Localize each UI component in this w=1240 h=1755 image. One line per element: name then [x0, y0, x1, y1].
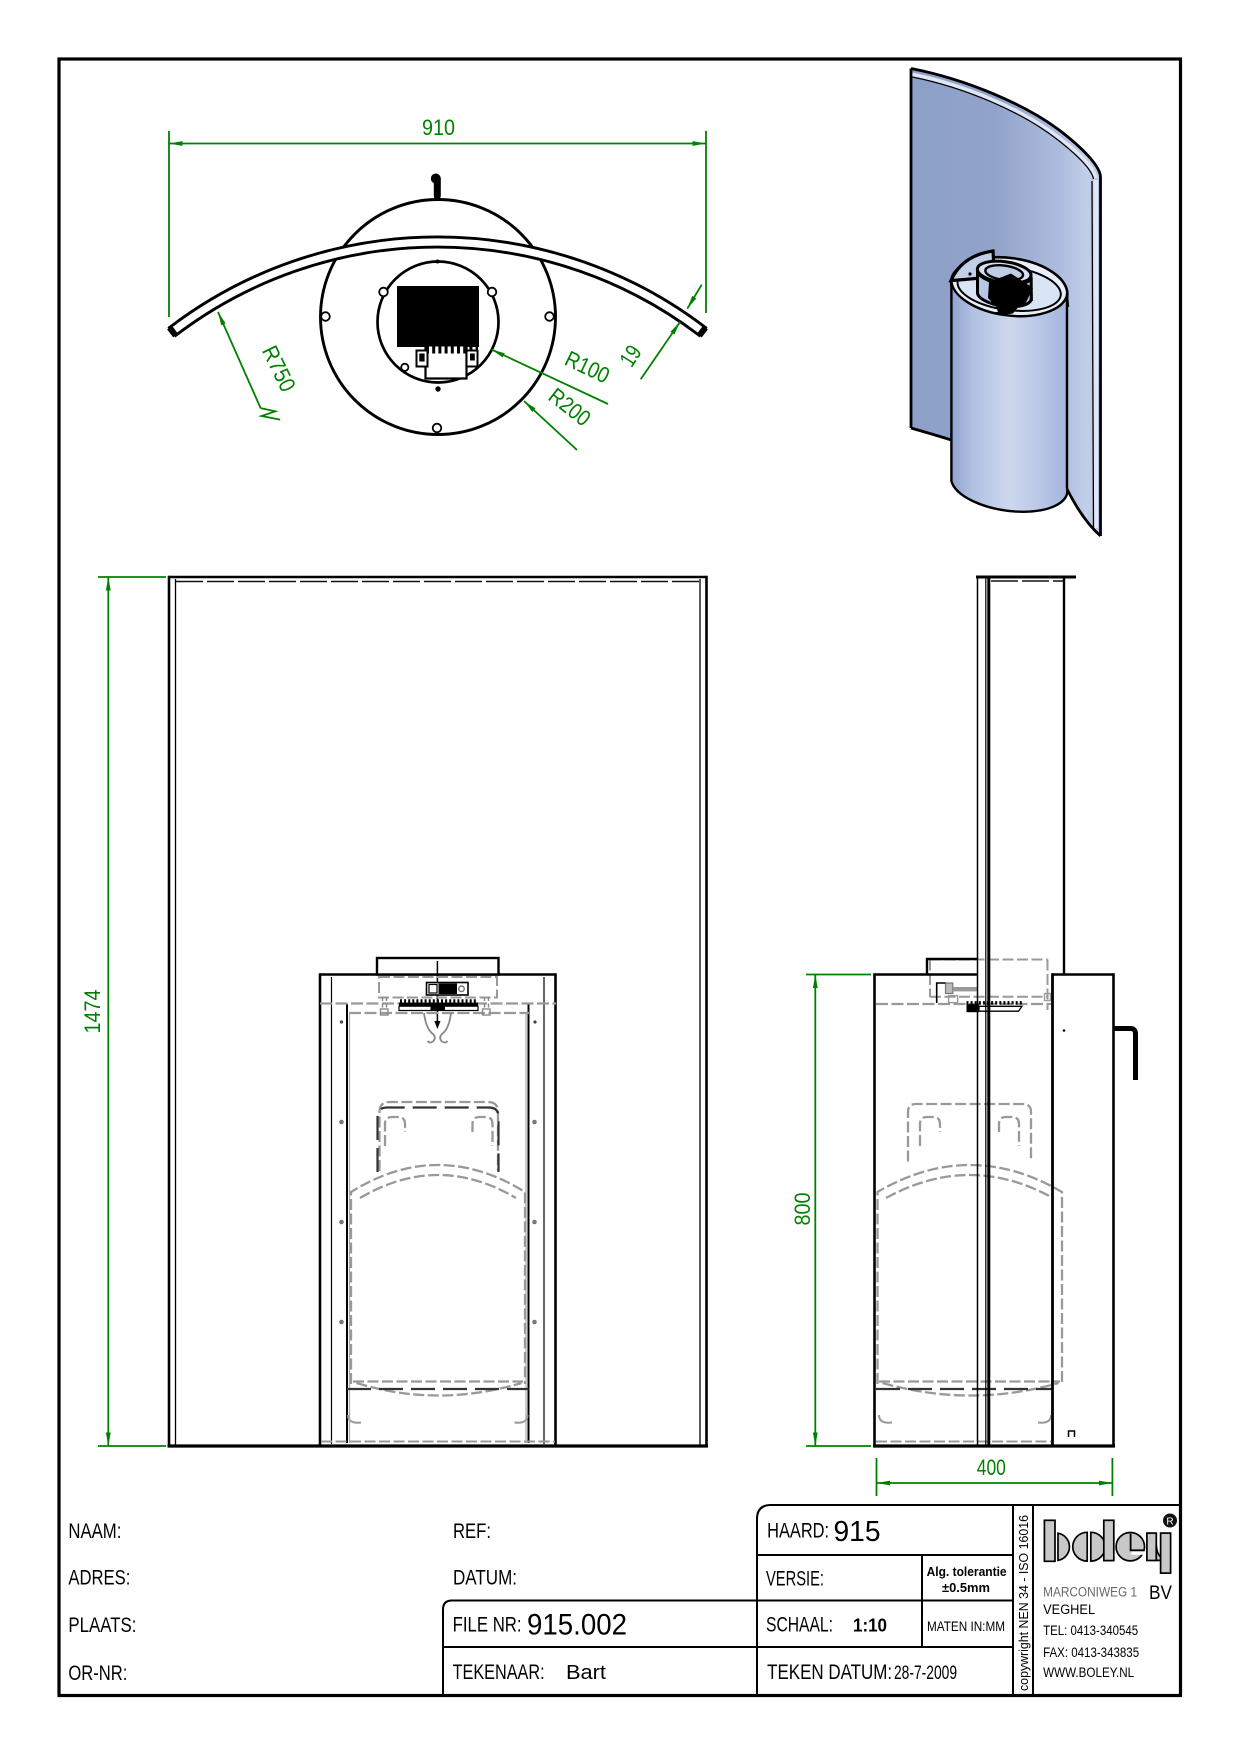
svg-text:WWW.BOLEY.NL: WWW.BOLEY.NL — [1043, 1665, 1134, 1680]
svg-text:SCHAAL:: SCHAAL: — [766, 1614, 833, 1637]
svg-text:1:10: 1:10 — [853, 1616, 887, 1636]
svg-text:1474: 1474 — [80, 990, 105, 1034]
svg-text:NAAM:: NAAM: — [68, 1520, 121, 1543]
svg-text:400: 400 — [977, 1455, 1006, 1480]
svg-text:OR-NR:: OR-NR: — [68, 1662, 127, 1685]
svg-text:ADRES:: ADRES: — [68, 1567, 130, 1590]
svg-text:±0.5mm: ±0.5mm — [942, 1580, 990, 1595]
svg-text:28-7-2009: 28-7-2009 — [894, 1663, 957, 1684]
svg-text:VEGHEL: VEGHEL — [1043, 1602, 1095, 1617]
svg-text:915: 915 — [834, 1516, 881, 1548]
svg-text:copywright NEN 34 - ISO 16016: copywright NEN 34 - ISO 16016 — [1017, 1515, 1031, 1691]
svg-text:R: R — [1166, 1517, 1173, 1528]
svg-text:HAARD:: HAARD: — [767, 1520, 829, 1543]
svg-text:DATUM:: DATUM: — [453, 1567, 517, 1590]
svg-text:MATEN IN:MM: MATEN IN:MM — [927, 1619, 1005, 1634]
svg-text:TEKENAAR:: TEKENAAR: — [453, 1661, 545, 1684]
svg-text:Bart: Bart — [566, 1662, 606, 1684]
svg-text:FAX: 0413-343835: FAX: 0413-343835 — [1043, 1645, 1139, 1660]
svg-text:800: 800 — [790, 1193, 815, 1226]
svg-text:Alg. tolerantie: Alg. tolerantie — [927, 1564, 1007, 1579]
svg-text:910: 910 — [422, 115, 455, 140]
svg-text:BV: BV — [1149, 1583, 1172, 1604]
svg-text:VERSIE:: VERSIE: — [766, 1567, 824, 1590]
svg-text:MARCONIWEG 1: MARCONIWEG 1 — [1043, 1585, 1137, 1600]
svg-text:915.002: 915.002 — [527, 1609, 627, 1642]
svg-text:PLAATS:: PLAATS: — [68, 1614, 136, 1637]
svg-text:TEL: 0413-340545: TEL: 0413-340545 — [1043, 1623, 1138, 1638]
svg-text:FILE NR:: FILE NR: — [453, 1614, 522, 1637]
svg-text:REF:: REF: — [453, 1520, 491, 1543]
svg-text:TEKEN DATUM:: TEKEN DATUM: — [767, 1661, 892, 1684]
